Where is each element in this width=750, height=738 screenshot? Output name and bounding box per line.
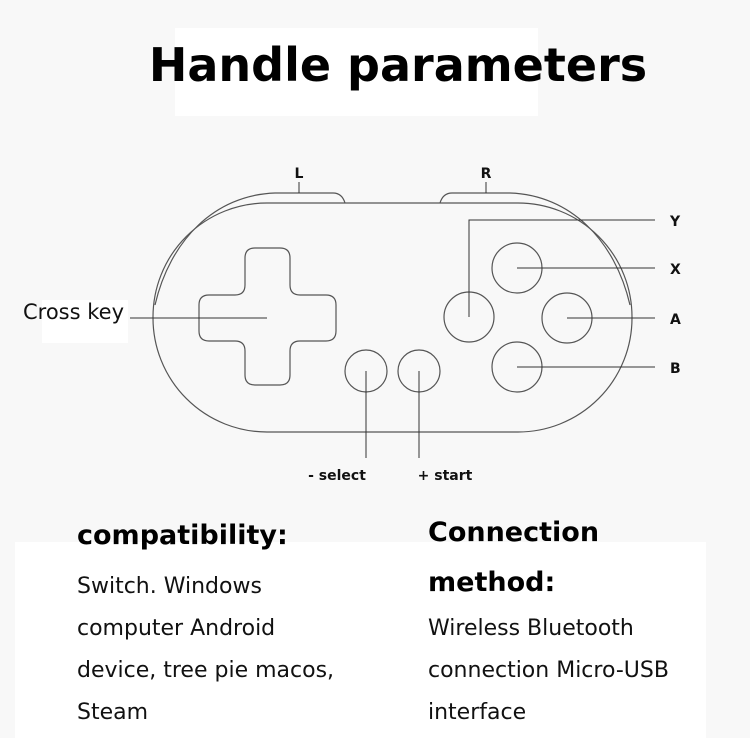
title-background (175, 28, 538, 116)
text-background (15, 542, 706, 738)
label-cross-key: Cross key (23, 300, 125, 324)
compatibility-heading: compatibility: (77, 520, 288, 551)
compatibility-text: Switch. Windows computer Android device,… (77, 566, 334, 734)
text-line: Steam (77, 700, 149, 725)
heading-line: Connection (428, 517, 600, 548)
text-line: computer Android (77, 616, 276, 641)
text-line: device, tree pie macos, (77, 658, 335, 683)
label-y: Y (669, 214, 681, 230)
cross-key-label-background (42, 300, 128, 343)
text-line: connection Micro-USB (428, 658, 669, 683)
heading-line: method: (428, 567, 556, 598)
left-shoulder (154, 192, 346, 306)
label-x: X (670, 262, 681, 278)
dpad (198, 247, 337, 386)
text-line: Switch. Windows (77, 574, 262, 599)
page-title: Handle parameters (148, 38, 648, 92)
label-start: + start (418, 468, 473, 484)
leader-lines (130, 182, 655, 458)
text-line: Wireless Bluetooth (428, 616, 634, 641)
label-l: L (295, 166, 304, 182)
right-shoulder (439, 192, 631, 306)
label-a: A (670, 312, 681, 328)
text-line: interface (428, 700, 527, 725)
label-b: B (670, 361, 681, 377)
label-r: R (481, 166, 492, 182)
label-select: - select (308, 468, 366, 484)
connection-heading: Connection method: (428, 508, 599, 608)
connection-text: Wireless Bluetooth connection Micro-USB … (428, 608, 669, 734)
